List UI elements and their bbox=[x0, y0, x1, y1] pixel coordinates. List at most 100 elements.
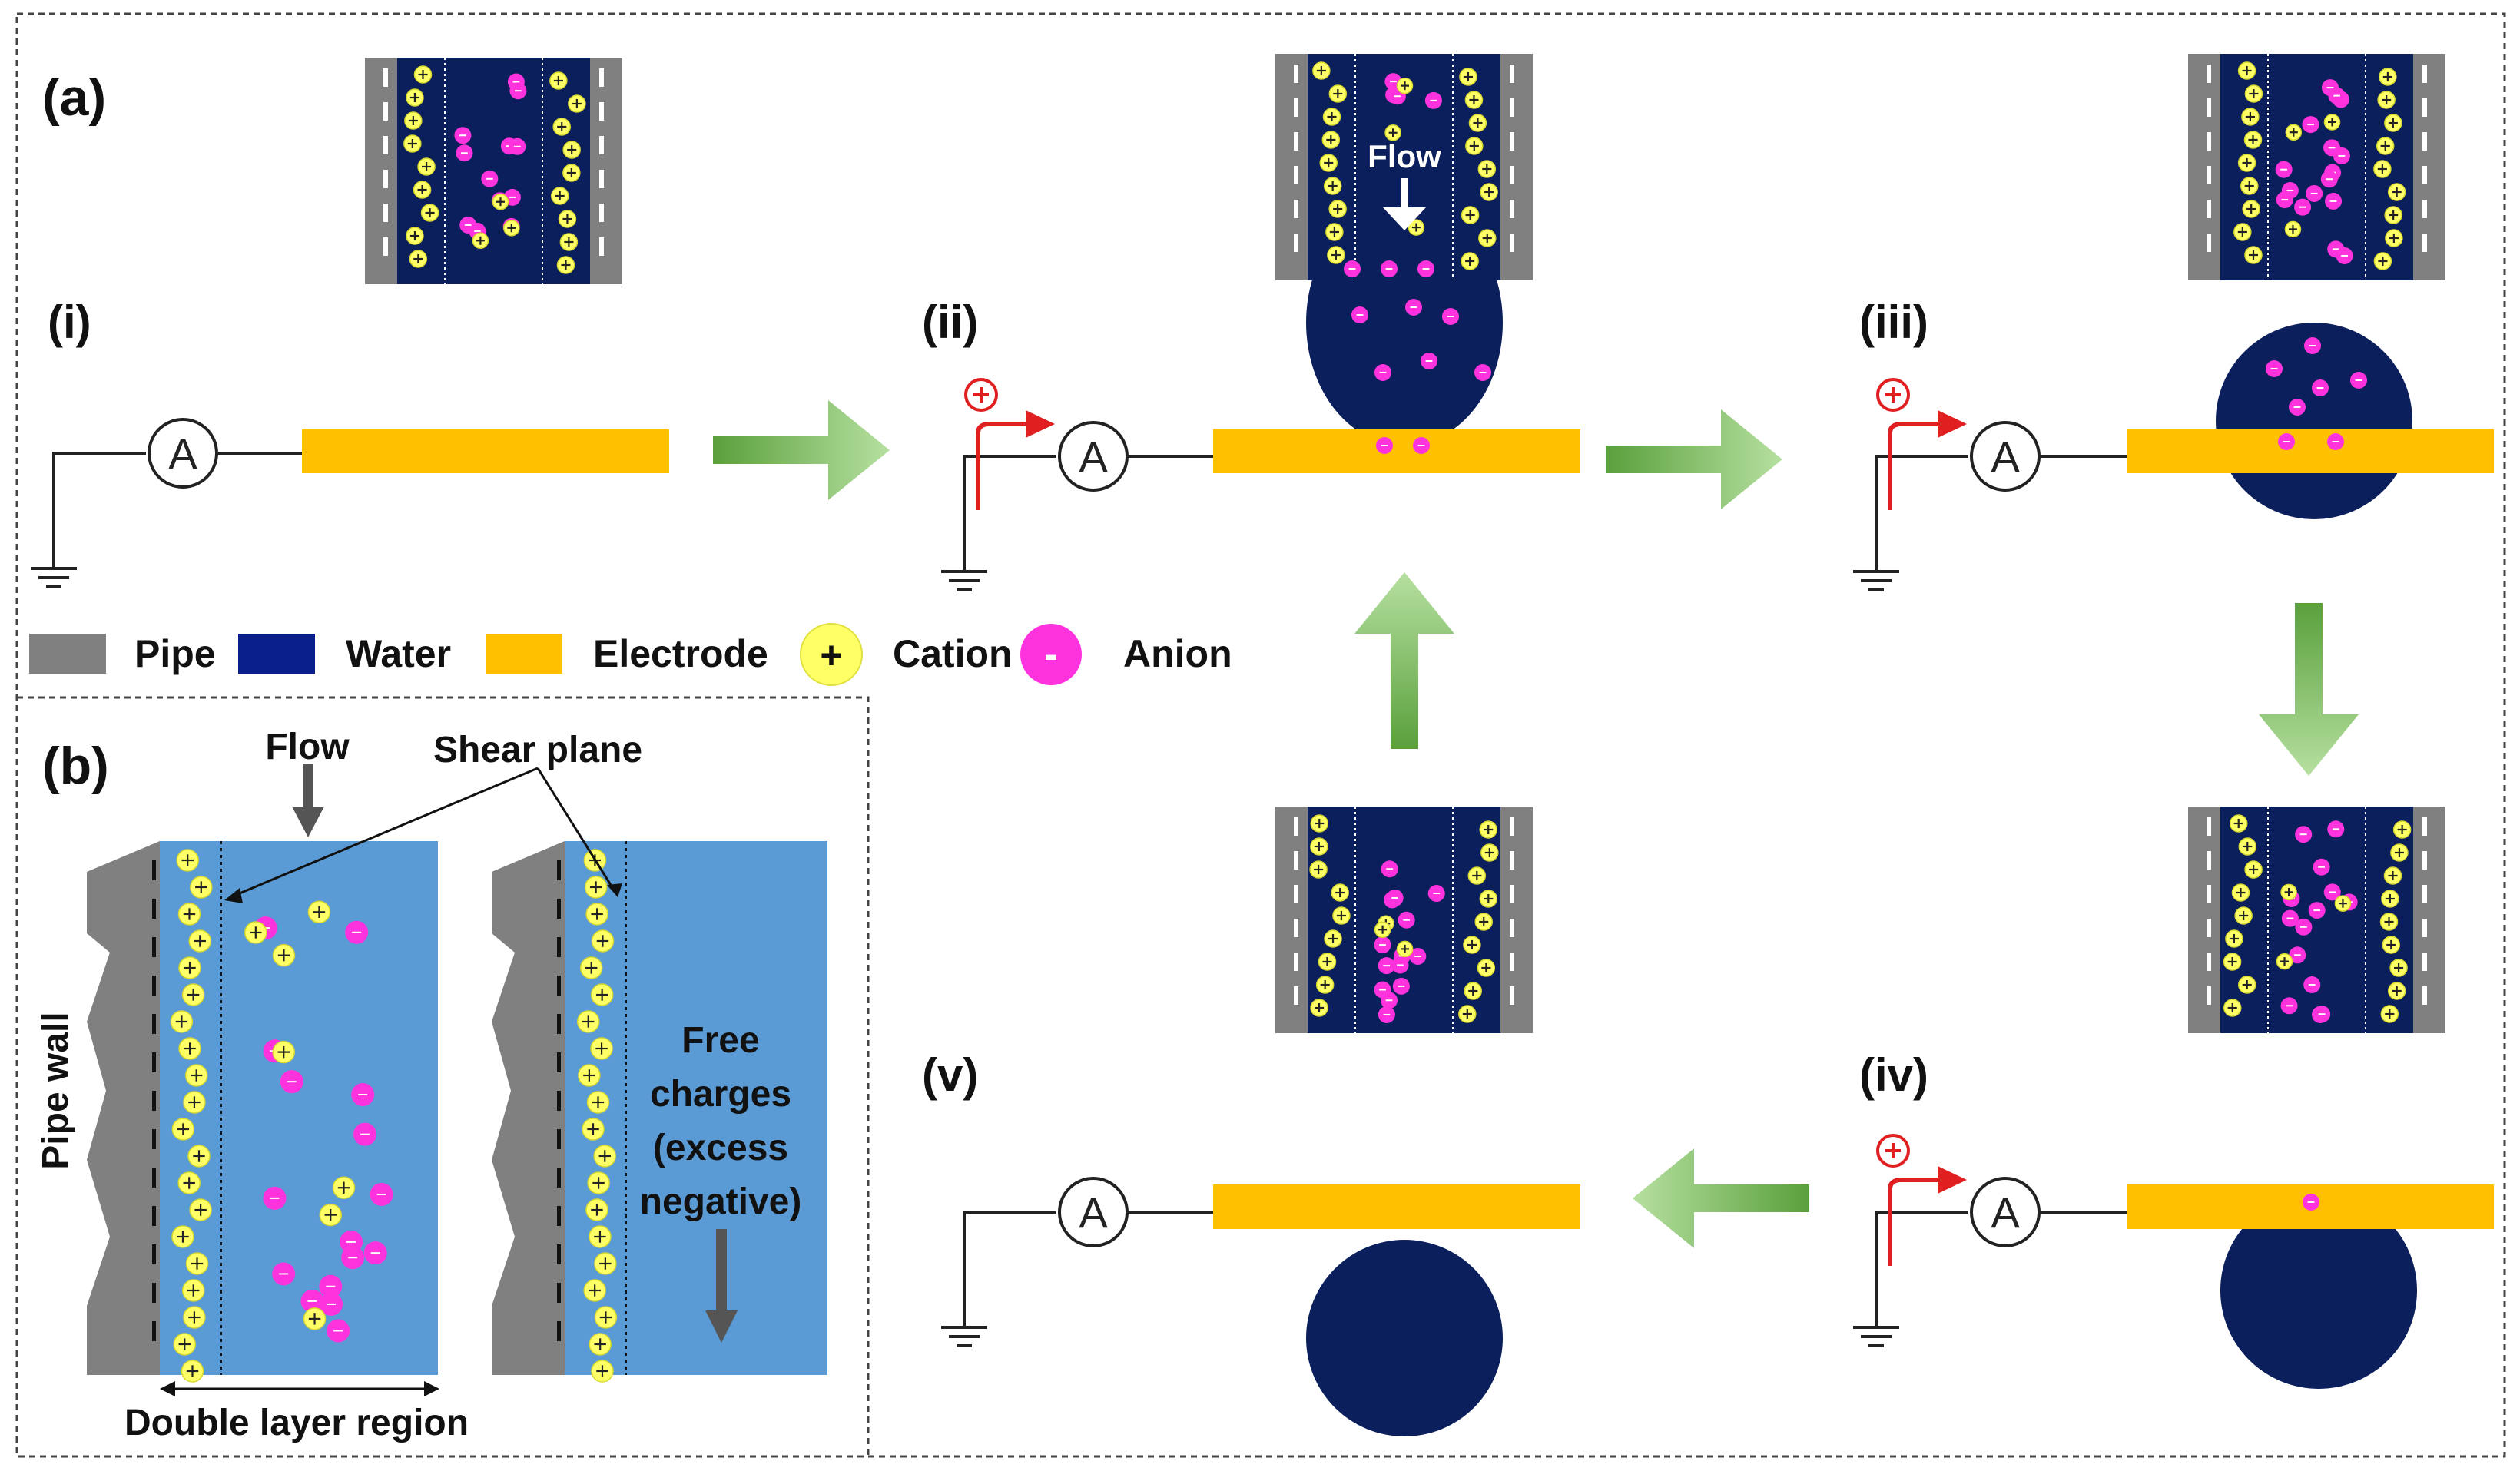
anion-ion bbox=[351, 1082, 375, 1106]
cation-ion bbox=[1467, 866, 1487, 885]
droplet-v bbox=[1306, 1240, 1503, 1436]
anion-ion bbox=[454, 127, 472, 144]
cation-ion bbox=[589, 1225, 612, 1248]
cation-ion bbox=[1328, 84, 1348, 103]
cation-ion bbox=[319, 1203, 342, 1227]
anion-ion bbox=[2308, 902, 2326, 919]
wall-charge bbox=[2207, 234, 2211, 252]
cation-ion bbox=[1461, 252, 1479, 270]
cation-ion bbox=[1480, 843, 1499, 862]
anion-ion bbox=[509, 137, 526, 155]
legend-anion-symbol: - bbox=[1044, 631, 1058, 678]
anion-ion bbox=[2275, 161, 2293, 178]
dimension-head-left bbox=[160, 1381, 175, 1396]
anion-ion bbox=[481, 170, 499, 187]
wall-charge bbox=[152, 1206, 156, 1226]
anion-ion bbox=[280, 1070, 303, 1094]
arrow-shape bbox=[1633, 1148, 1809, 1248]
cation-ion bbox=[1322, 108, 1341, 126]
panel-b-flow-label: Flow bbox=[265, 727, 350, 767]
cation-ion bbox=[178, 956, 201, 979]
wall-charge bbox=[383, 102, 388, 121]
anion-ion bbox=[1413, 437, 1430, 454]
wall-charge bbox=[557, 1129, 561, 1149]
anion-ion bbox=[2295, 826, 2313, 843]
cation-ion bbox=[593, 1145, 616, 1168]
ammeter-label: A bbox=[1991, 432, 2020, 481]
shear-plane-label: Shear plane bbox=[433, 730, 642, 770]
cation-ion bbox=[1477, 160, 1497, 178]
wall-charge bbox=[1510, 132, 1514, 151]
anion-ion bbox=[2325, 192, 2343, 210]
pipe-section bbox=[1275, 54, 1533, 280]
cation-ion bbox=[413, 65, 433, 84]
wall-charge bbox=[2422, 885, 2427, 903]
wall-charge bbox=[1510, 98, 1514, 117]
wall-charge bbox=[2207, 166, 2211, 184]
cation-ion bbox=[181, 1279, 205, 1302]
cation-ion bbox=[332, 1176, 356, 1199]
cation-ion bbox=[2389, 959, 2408, 977]
anion-ion bbox=[2321, 79, 2339, 97]
cation-ion bbox=[171, 1118, 195, 1141]
flow-arrowhead-ii bbox=[1383, 207, 1426, 230]
cation-ion bbox=[472, 232, 489, 250]
water-region bbox=[565, 841, 827, 1375]
wall-charge bbox=[2207, 98, 2211, 117]
wall-charge bbox=[2207, 200, 2211, 218]
cation-ion bbox=[562, 164, 581, 182]
cation-ion bbox=[549, 71, 568, 90]
cation-ion bbox=[590, 1037, 613, 1060]
wall-charge bbox=[152, 1283, 156, 1303]
wall-charge bbox=[2422, 166, 2427, 184]
cation-ion bbox=[1319, 154, 1338, 172]
anion-ion bbox=[2278, 433, 2295, 450]
cation-ion bbox=[2276, 953, 2293, 970]
cation-ion bbox=[181, 1360, 204, 1383]
wall-charge bbox=[1510, 885, 1514, 903]
anion-ion bbox=[320, 1292, 343, 1316]
pipe-wall bbox=[492, 841, 565, 1375]
wall-charge bbox=[599, 102, 604, 121]
cation-ion bbox=[2381, 890, 2399, 908]
wall-charge bbox=[152, 1091, 156, 1111]
cation-ion bbox=[307, 900, 331, 924]
wall-charge bbox=[1294, 986, 1298, 1005]
anion-ion bbox=[2327, 433, 2344, 450]
cation-ion bbox=[2284, 220, 2302, 238]
circuit-ii: A bbox=[941, 378, 1216, 591]
anion-ion bbox=[509, 82, 527, 100]
wall-charge bbox=[2422, 817, 2427, 836]
cation-ion bbox=[590, 983, 614, 1006]
cation-ion bbox=[586, 1091, 610, 1114]
anion-ion bbox=[1427, 885, 1445, 903]
cation-ion bbox=[492, 193, 509, 210]
anion-ion bbox=[1424, 91, 1442, 109]
cation-ion bbox=[2229, 814, 2248, 833]
anion-ion bbox=[1392, 977, 1410, 995]
cation-ion bbox=[409, 250, 428, 268]
cation-ion bbox=[1332, 906, 1351, 925]
free-charges-line-1: Free bbox=[681, 1020, 759, 1061]
cation-ion bbox=[594, 1306, 618, 1329]
cation-ion bbox=[420, 204, 439, 222]
anion-ion bbox=[1344, 260, 1361, 277]
wall-charge bbox=[2207, 986, 2211, 1005]
wall-charge bbox=[1294, 200, 1298, 218]
wall-charge bbox=[383, 136, 388, 154]
shear-pointer-1 bbox=[230, 767, 539, 899]
cation-ion bbox=[406, 88, 424, 107]
cation-ion bbox=[2387, 183, 2406, 201]
step-label-i: (i) bbox=[48, 297, 91, 348]
anion-ion bbox=[370, 1182, 393, 1206]
ammeter-label: A bbox=[1991, 1188, 2020, 1237]
cation-ion bbox=[1325, 223, 1344, 241]
legend-pipe-label: Pipe bbox=[134, 632, 216, 675]
cation-ion bbox=[2379, 68, 2397, 86]
anion-ion bbox=[1381, 260, 1398, 277]
cation-ion bbox=[2223, 999, 2242, 1017]
cation-ion bbox=[578, 1064, 601, 1087]
cation-ion bbox=[1310, 837, 1328, 856]
cation-ion bbox=[177, 903, 201, 926]
wall-charge bbox=[2422, 200, 2427, 218]
